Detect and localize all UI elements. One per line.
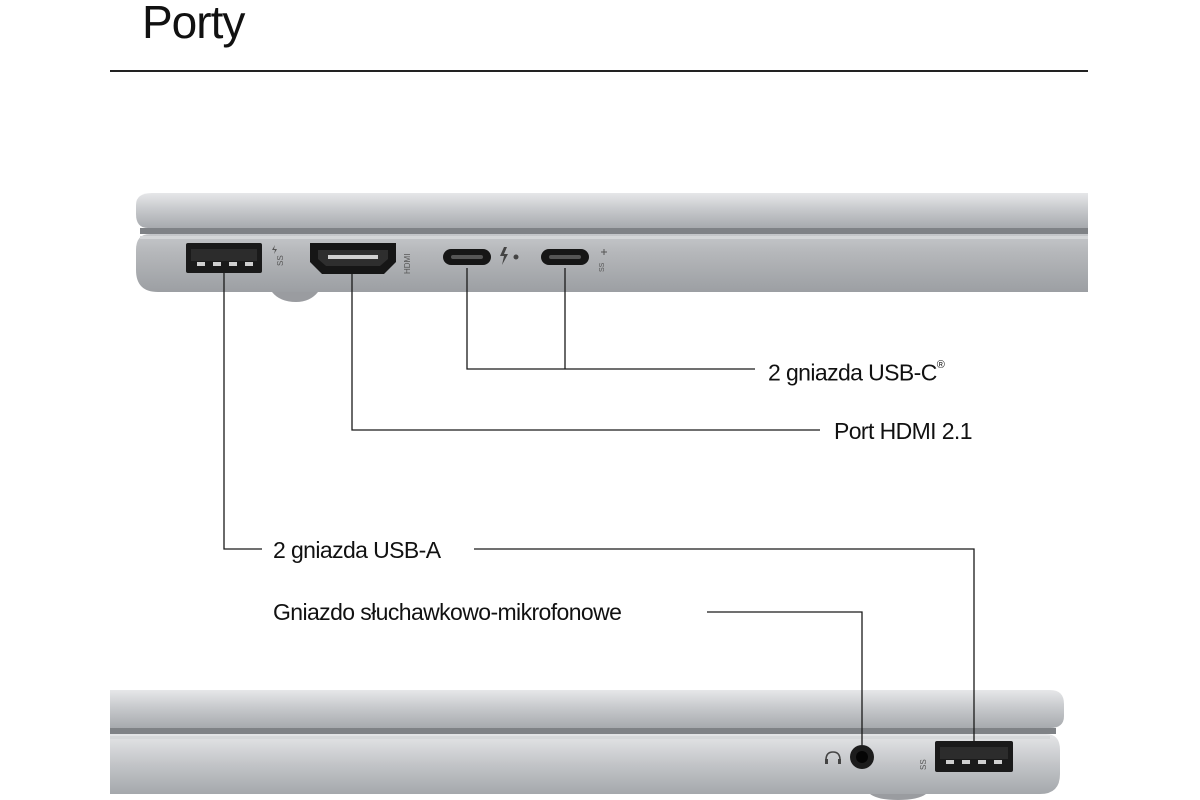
laptop-right-side: SS: [110, 690, 1064, 800]
usb-power-icon: [272, 245, 277, 254]
title-divider: [110, 70, 1088, 72]
hdmi-port: HDMI: [310, 243, 412, 274]
usb-a-left-marking: SS: [276, 255, 285, 266]
usb-c-port-2: SS: [541, 249, 607, 272]
usb-c-port-1: [443, 247, 519, 265]
laptop-lid-top: [136, 193, 1088, 228]
usb-a-port-right: SS: [919, 741, 1013, 772]
usb-c-right-marking: SS: [599, 262, 606, 272]
usb-a-right-marking: SS: [919, 759, 928, 770]
leader-lines: [223, 268, 975, 745]
leader-usb-a-right: [474, 548, 975, 741]
status-led: [513, 254, 519, 260]
thunderbolt-icon: [500, 247, 508, 265]
usb-c-label: 2 gniazda USB-C®: [768, 359, 945, 386]
audio-jack-label: Gniazdo słuchawkowo-mikrofonowe: [273, 599, 622, 625]
headphone-icon: [825, 751, 841, 761]
rubber-foot: [272, 292, 318, 302]
leader-usb-a-left: [223, 272, 262, 550]
usb-icon: [601, 249, 607, 255]
leader-hdmi: [351, 274, 820, 431]
audio-jack: [825, 745, 874, 769]
usb-a-label: 2 gniazda USB-A: [273, 537, 441, 563]
lid-gap: [140, 228, 1088, 234]
hdmi-marking: HDMI: [403, 254, 412, 274]
rubber-foot-bottom: [870, 794, 926, 800]
hdmi-label: Port HDMI 2.1: [834, 418, 973, 444]
registered-mark: ®: [936, 359, 945, 371]
leader-usb-c-1: [466, 268, 755, 370]
lid-gap-bottom: [110, 728, 1056, 734]
laptop-lid-bottom: [110, 690, 1064, 728]
laptop-left-side: SS HDMI SS: [136, 193, 1088, 302]
laptop-base-bottom: [110, 734, 1060, 794]
page-title: Porty: [142, 0, 245, 48]
leader-audio: [707, 611, 863, 745]
usb-a-port-left: SS: [186, 243, 285, 273]
